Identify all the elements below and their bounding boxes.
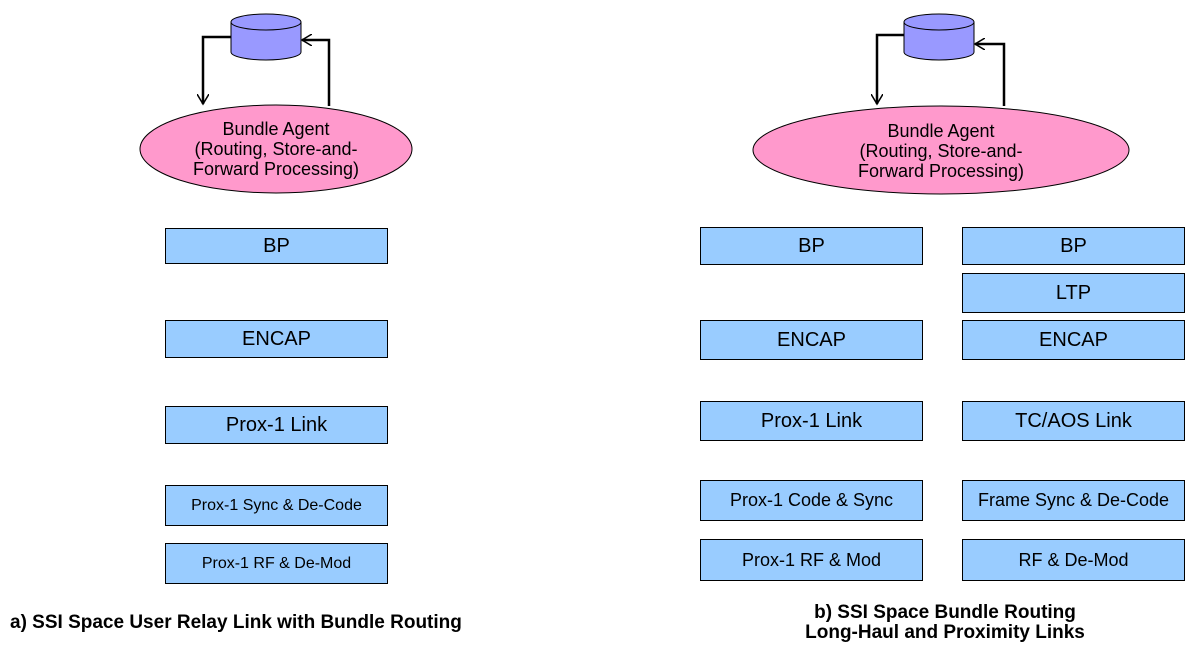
panel-b-right-layer-encap: ENCAP xyxy=(962,320,1185,360)
caption-line: b) SSI Space Bundle Routing xyxy=(814,602,1076,623)
panel-a-arrow-down xyxy=(203,35,232,104)
caption-line: a) SSI Space User Relay Link with Bundle… xyxy=(10,612,462,633)
panel-a-caption: a) SSI Space User Relay Link with Bundle… xyxy=(10,613,462,633)
panel-a-bundle-agent-ellipse xyxy=(139,104,413,194)
panel-b-right-layer-ltp: LTP xyxy=(962,273,1185,313)
panel-b-left-layer-bp: BP xyxy=(700,227,923,265)
panel-b-bundle-agent-ellipse xyxy=(752,105,1130,195)
panel-b-arrow-up xyxy=(975,44,1006,106)
panel-a-layer-prox1-link: Prox-1 Link xyxy=(165,406,388,444)
panel-b-left-layer-encap: ENCAP xyxy=(700,320,923,360)
panel-b-arrow-down xyxy=(877,33,905,104)
panel-b-left-layer-prox1-link: Prox-1 Link xyxy=(700,401,923,441)
panel-a-storage xyxy=(139,13,413,194)
panel-b-left-layer-prox1-rf-mod: Prox-1 RF & Mod xyxy=(700,539,923,581)
panel-b-right-layer-bp: BP xyxy=(962,227,1185,265)
panel-b-right-layer-frame-sync-decode: Frame Sync & De-Code xyxy=(962,480,1185,521)
panel-b-right-layer-tc-aos-link: TC/AOS Link xyxy=(962,401,1185,441)
storage-cylinder-icon xyxy=(230,13,302,61)
agent-line: Forward Processing) xyxy=(192,159,360,179)
panel-a-layer-prox1-sync-decode: Prox-1 Sync & De-Code xyxy=(165,485,388,526)
agent-line: Forward Processing) xyxy=(857,161,1025,181)
panel-a-arrow-up xyxy=(302,40,331,106)
panel-b-right-layer-rf-demod: RF & De-Mod xyxy=(962,539,1185,581)
panel-a-bundle-agent-label: Bundle Agent (Routing, Store-and- Forwar… xyxy=(176,119,376,179)
panel-b-bundle-agent-label: Bundle Agent (Routing, Store-and- Forwar… xyxy=(841,121,1041,181)
panel-a-layer-prox1-rf-demod: Prox-1 RF & De-Mod xyxy=(165,543,388,584)
panel-a-layer-encap: ENCAP xyxy=(165,320,388,358)
caption-line: Long-Haul and Proximity Links xyxy=(805,622,1085,643)
storage-cylinder-icon xyxy=(903,13,975,61)
panel-a-layer-bp: BP xyxy=(165,228,388,264)
panel-b-left-layer-prox1-code-sync: Prox-1 Code & Sync xyxy=(700,480,923,521)
agent-line: (Routing, Store-and- xyxy=(859,141,1023,161)
panel-b-caption: b) SSI Space Bundle Routing Long-Haul an… xyxy=(740,603,1150,643)
panel-b-storage xyxy=(752,13,1130,195)
agent-line: Bundle Agent xyxy=(887,121,995,141)
agent-line: Bundle Agent xyxy=(222,119,330,139)
agent-line: (Routing, Store-and- xyxy=(194,139,358,159)
